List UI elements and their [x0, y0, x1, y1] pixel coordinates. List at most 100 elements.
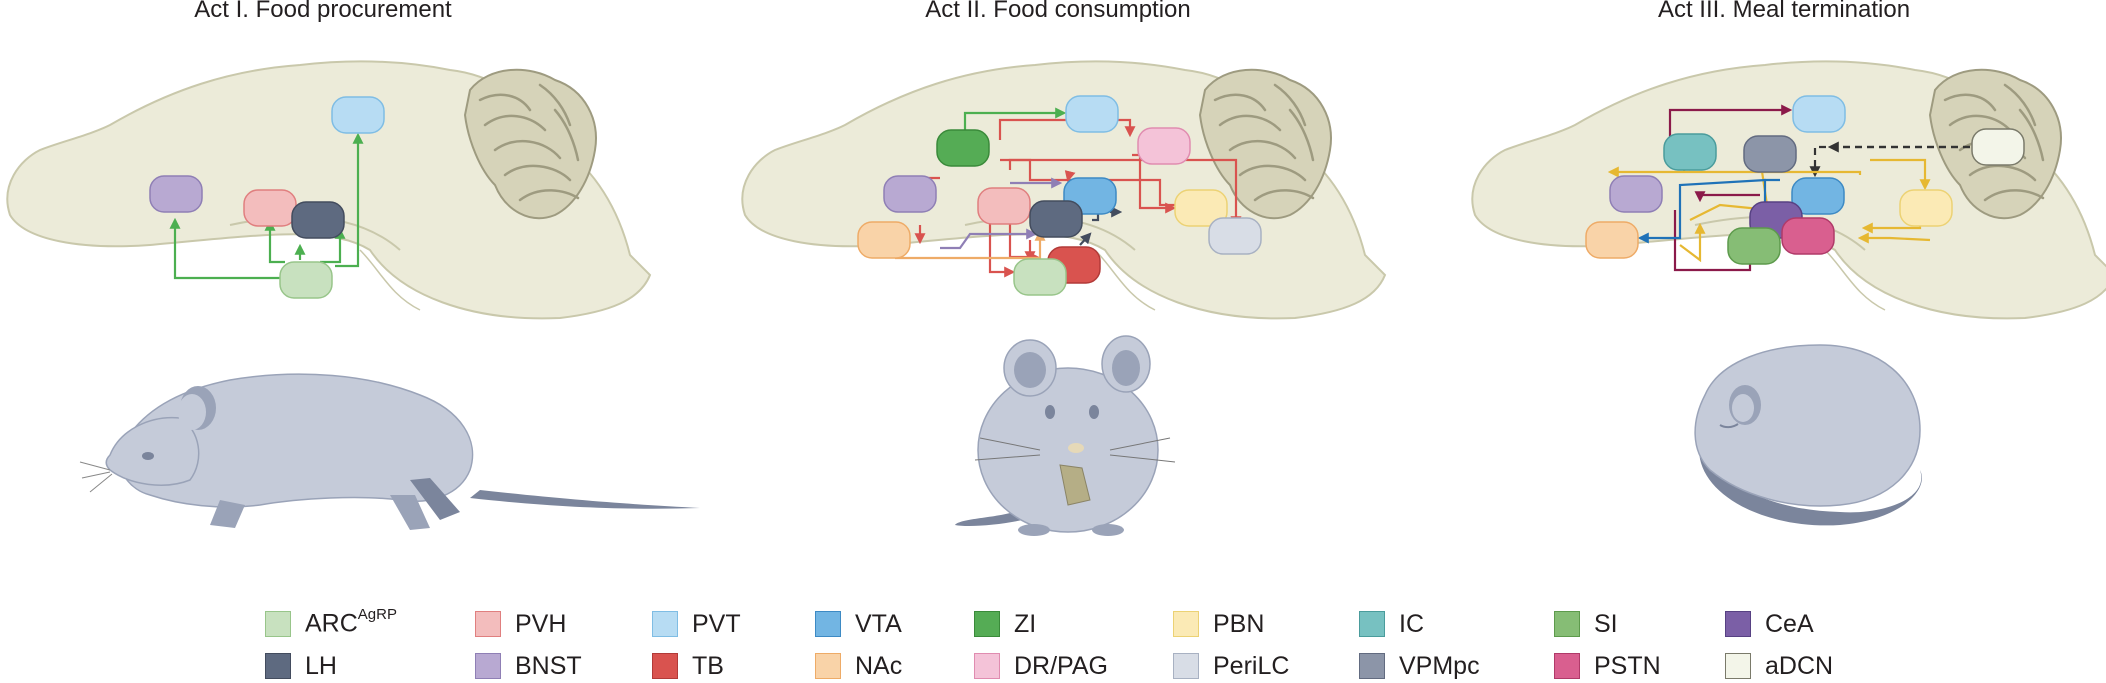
- act1-region-pvh: [243, 189, 297, 227]
- legend-swatch: [1725, 611, 1751, 637]
- projection-arrow: [1064, 170, 1076, 183]
- act3-region-pvt: [1792, 95, 1846, 133]
- act1-region-bnst: [149, 175, 203, 213]
- legend-label: ARCAgRP: [305, 606, 397, 638]
- legend-item-cea: CeA: [1725, 609, 1814, 639]
- act3-brain-outline: [1471, 60, 2106, 320]
- legend-item-lh: LH: [265, 651, 337, 681]
- legend-item-perilc: PeriLC: [1173, 651, 1289, 681]
- legend-label: PeriLC: [1213, 651, 1290, 680]
- act1-cerebellum: [463, 68, 597, 220]
- legend-swatch: [974, 653, 1000, 679]
- act3-title: Act III. Meal termination: [1657, 0, 1911, 23]
- act2-region-zi: [936, 129, 990, 167]
- act1-region-lh: [291, 201, 345, 239]
- legend-label: SI: [1594, 609, 1618, 638]
- act2-region-arc: [1013, 258, 1067, 296]
- projection-arrow: [998, 118, 1136, 140]
- legend-label: CeA: [1765, 609, 1814, 638]
- projection-arrow: [1637, 178, 1767, 244]
- legend-swatch: [1554, 653, 1580, 679]
- legend-label: DR/PAG: [1014, 651, 1108, 680]
- projection-arrow: [895, 229, 1046, 260]
- legend-swatch: [652, 611, 678, 637]
- legend-swatch: [475, 611, 501, 637]
- projection-arrow: [1008, 158, 1242, 228]
- legend-item-pvh: PVH: [475, 609, 566, 639]
- legend-label: aDCN: [1765, 651, 1834, 680]
- act2-region-drpag: [1137, 127, 1191, 165]
- legend-item-vpmpc: VPMpc: [1359, 651, 1480, 681]
- legend-item-tb: TB: [652, 651, 724, 681]
- act3-region-pstn: [1781, 217, 1835, 255]
- legend-item-bnst: BNST: [475, 651, 582, 681]
- legend-label: PVT: [692, 609, 741, 638]
- act3-region-pbn: [1899, 189, 1953, 227]
- legend-label: BNST: [515, 651, 582, 680]
- act1-title: Act I. Food procurement: [194, 0, 452, 23]
- legend-swatch: [652, 653, 678, 679]
- projection-arrow: [335, 132, 364, 268]
- act3-region-nac: [1585, 221, 1639, 259]
- legend-item-ic: IC: [1359, 609, 1424, 639]
- act3-region-bnst: [1609, 175, 1663, 213]
- legend-swatch: [475, 653, 501, 679]
- legend-swatch: [815, 653, 841, 679]
- act1-region-arc: [279, 261, 333, 299]
- eating-mouse: [955, 335, 1176, 536]
- legend-swatch: [265, 611, 291, 637]
- projection-arrow: [1694, 191, 1760, 203]
- sleeping-mouse: [1694, 344, 1922, 526]
- act2-region-bnst: [883, 175, 937, 213]
- legend-item-pvt: PVT: [652, 609, 741, 639]
- projection-arrow: [1079, 232, 1092, 246]
- projection-arrow: [320, 227, 346, 264]
- legend-item-adcn: aDCN: [1725, 651, 1833, 681]
- projection-arrow: [1857, 232, 1931, 244]
- legend-label: PSTN: [1594, 651, 1661, 680]
- legend-item-drpag: DR/PAG: [974, 651, 1108, 681]
- act2-region-pbn: [1174, 189, 1228, 227]
- act3-region-vpmpc: [1743, 135, 1797, 173]
- walking-mouse: [79, 373, 700, 530]
- act2-region-perilc: [1208, 217, 1262, 255]
- act2-region-lh: [1029, 200, 1083, 238]
- legend-label: LH: [305, 651, 337, 680]
- legend-item-si: SI: [1554, 609, 1618, 639]
- projection-arrow: [1607, 166, 1862, 178]
- legend-swatch: [1725, 653, 1751, 679]
- legend-swatch: [265, 653, 291, 679]
- legend-label: NAc: [855, 651, 903, 680]
- legend-swatch: [1173, 611, 1199, 637]
- legend-item-vta: VTA: [815, 609, 902, 639]
- legend-label: IC: [1399, 609, 1424, 638]
- legend-swatch: [1359, 653, 1385, 679]
- legend-item-zi: ZI: [974, 609, 1036, 639]
- legend-item-nac: NAc: [815, 651, 902, 681]
- act3-region-adcn: [1971, 128, 2025, 166]
- act1-brain-outline: [6, 60, 652, 320]
- projection-arrow: [1809, 145, 1970, 178]
- legend-swatch: [815, 611, 841, 637]
- act2-region-pvt: [1065, 95, 1119, 133]
- projection-arrow: [940, 228, 1038, 250]
- legend-swatch: [1554, 611, 1580, 637]
- act3-region-vta: [1791, 177, 1845, 215]
- legend-swatch: [1359, 611, 1385, 637]
- act1-region-pvt: [331, 96, 385, 134]
- legend-swatch: [974, 611, 1000, 637]
- projection-arrow: [1132, 153, 1177, 214]
- projection-arrow: [1679, 222, 1706, 263]
- legend-label: ZI: [1014, 609, 1037, 638]
- legend-item-pstn: PSTN: [1554, 651, 1661, 681]
- legend-label: VTA: [855, 609, 902, 638]
- projection-arrow: [264, 219, 285, 264]
- act2-title: Act II. Food consumption: [925, 0, 1191, 23]
- act2-region-nac: [857, 221, 911, 259]
- projection-arrow: [963, 107, 1067, 130]
- projection-arrow: [169, 217, 280, 280]
- act3-region-ic: [1663, 133, 1717, 171]
- legend-item-arc: ARCAgRP: [265, 606, 397, 639]
- legend-swatch: [1173, 653, 1199, 679]
- act2-cerebellum: [1198, 68, 1332, 220]
